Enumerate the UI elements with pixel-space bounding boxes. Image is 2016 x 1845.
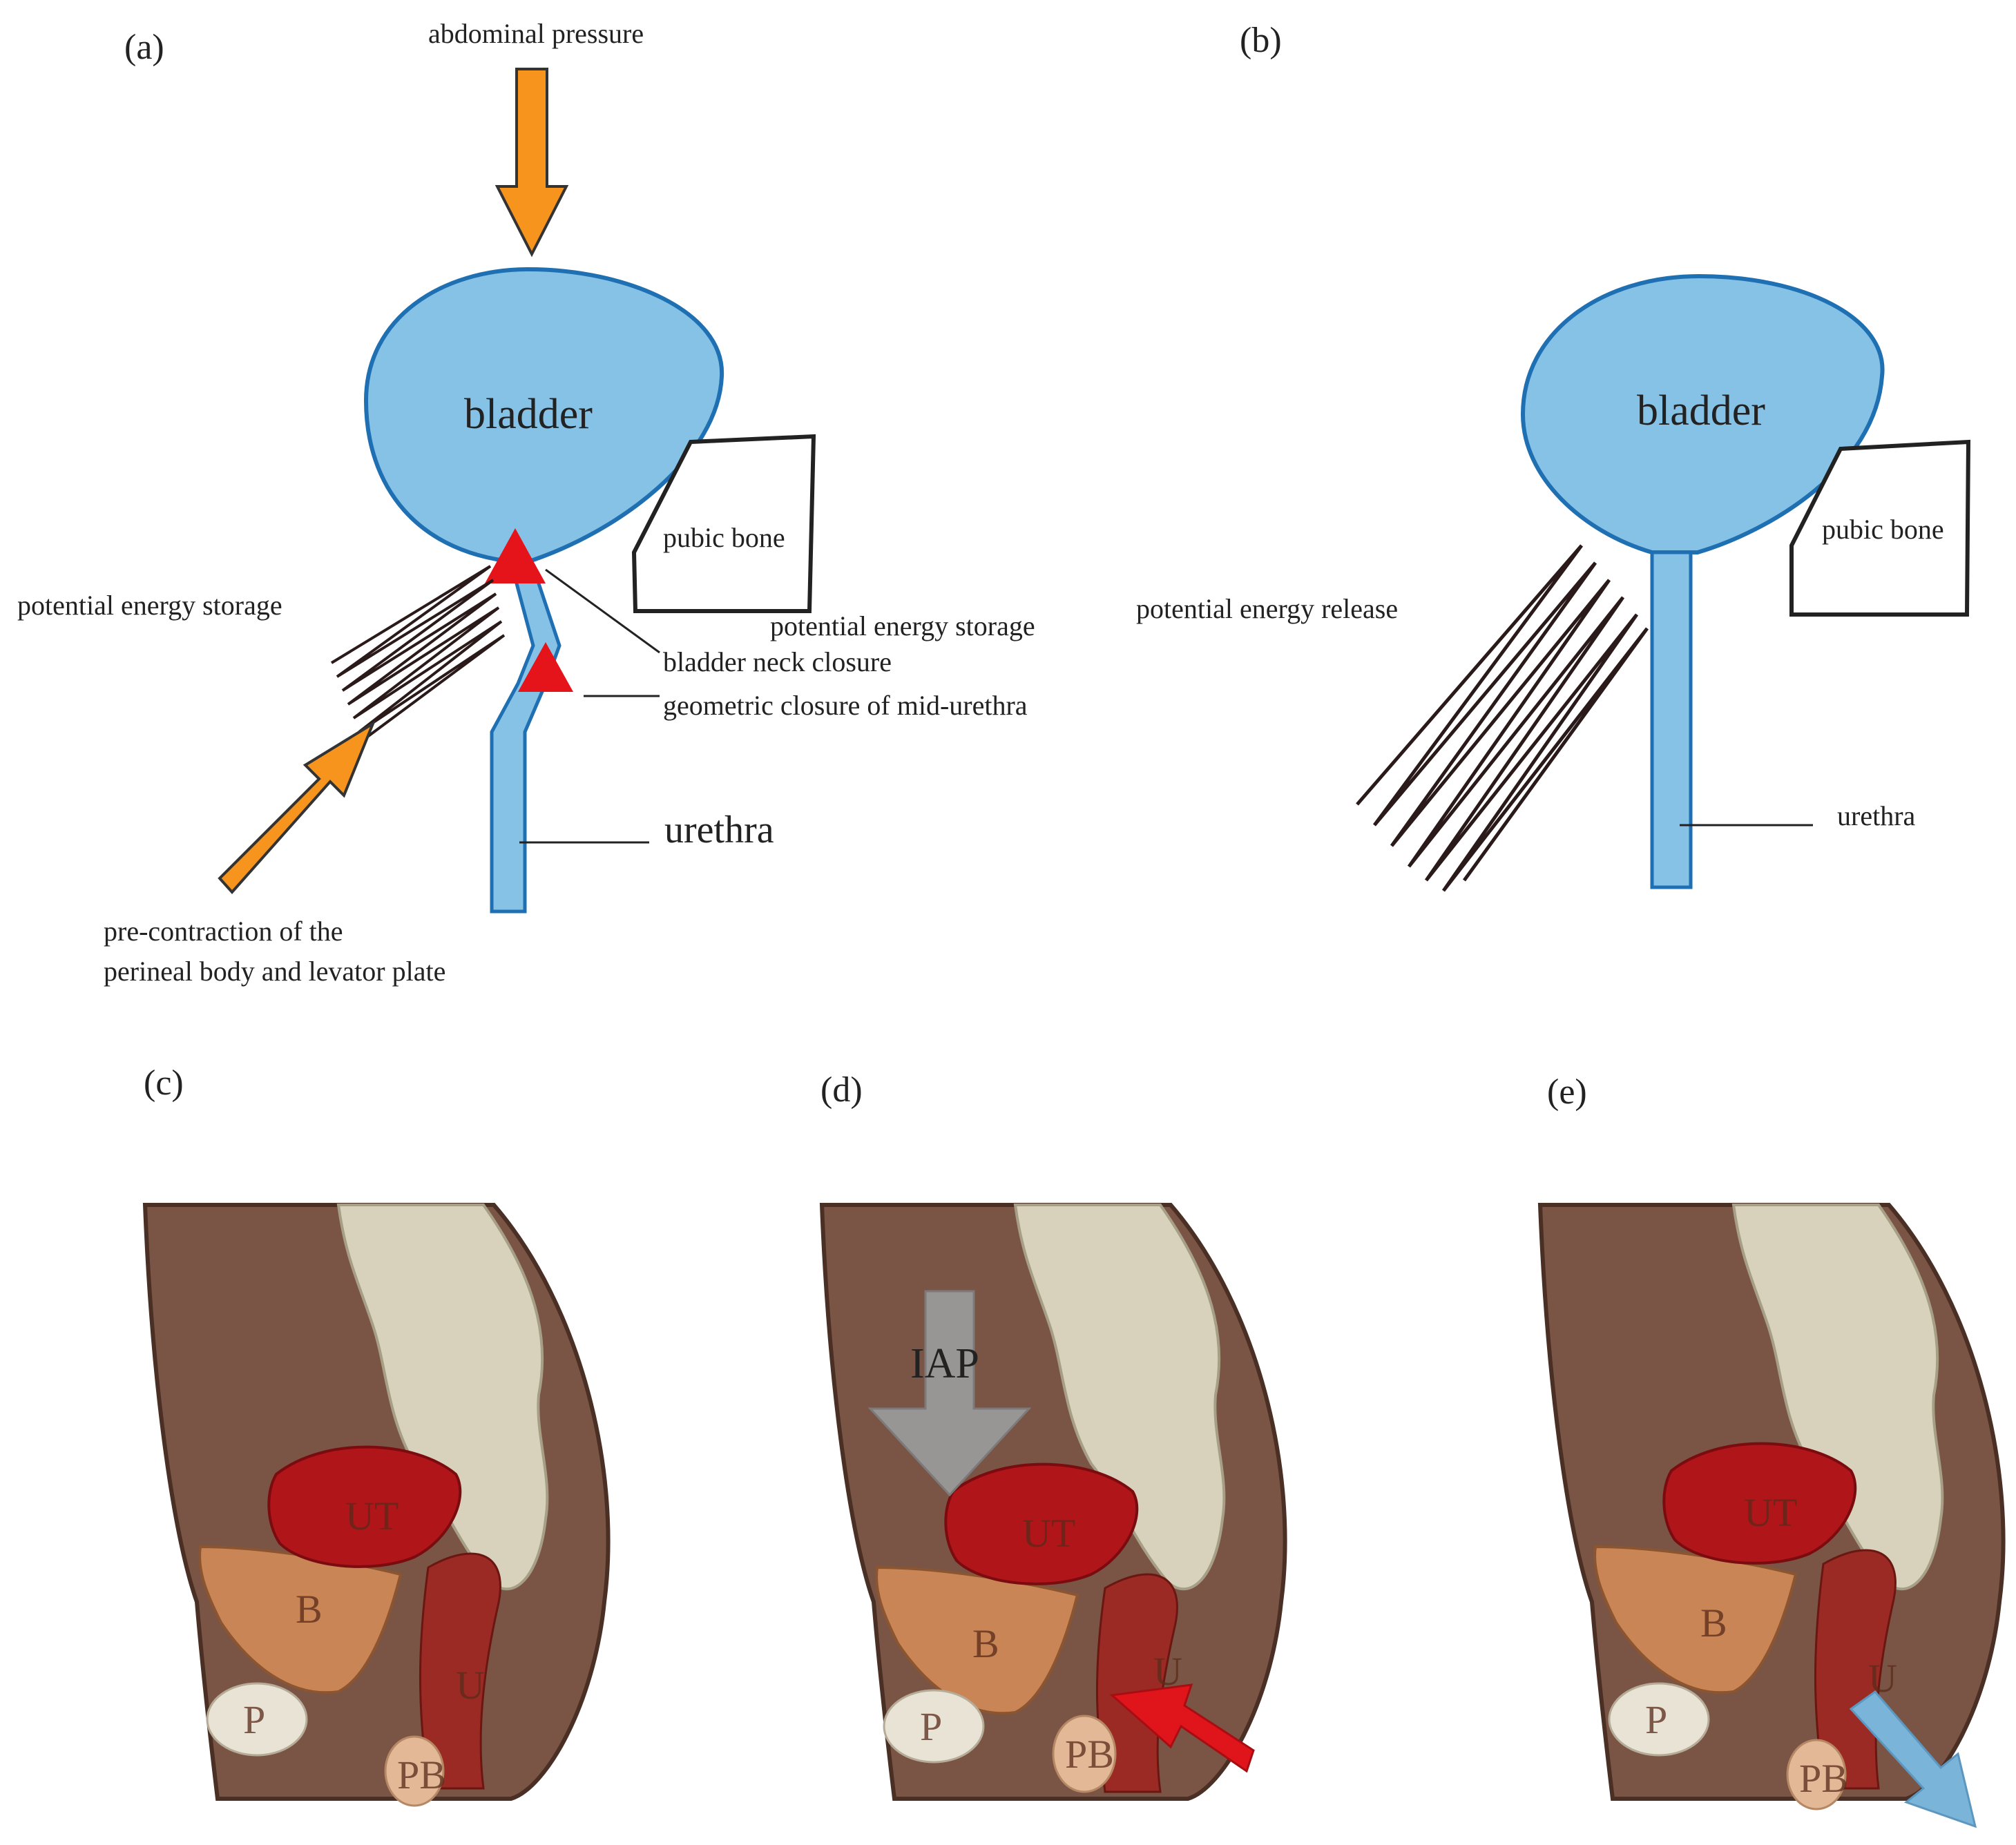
abdominal-pressure-label: abdominal pressure xyxy=(428,18,644,49)
bladder-neck-leader xyxy=(545,568,660,654)
pubic-bone-shape xyxy=(1789,439,1971,617)
label-P: P xyxy=(1645,1697,1667,1742)
panel-e: UT B P PB U xyxy=(1537,1203,2006,1828)
panel-c: UT B P PB U xyxy=(142,1203,611,1807)
iap-label: IAP xyxy=(910,1340,979,1387)
spring-icon xyxy=(1356,544,1649,892)
label-PB: PB xyxy=(1065,1732,1114,1777)
pubis-organ xyxy=(1608,1682,1710,1757)
pubis-organ xyxy=(883,1689,985,1764)
blue-arrow-icon xyxy=(1849,1690,1977,1828)
label-P: P xyxy=(920,1704,942,1749)
label-U: U xyxy=(456,1663,485,1708)
energy-storage-left-label: potential energy storage xyxy=(17,590,282,621)
perineal-body-organ xyxy=(1052,1714,1117,1793)
label-B: B xyxy=(296,1587,323,1632)
bladder-shape xyxy=(1520,273,1885,554)
mid-urethra-triangle-icon xyxy=(518,642,573,692)
label-B: B xyxy=(1700,1601,1727,1645)
panel-c-label: (c) xyxy=(144,1063,184,1103)
iap-arrow-icon xyxy=(867,1290,1032,1497)
down-arrow-icon xyxy=(495,68,569,258)
label-P: P xyxy=(243,1697,265,1742)
spring-icon xyxy=(330,565,506,740)
label-U: U xyxy=(1153,1649,1182,1694)
label-UT: UT xyxy=(1022,1511,1075,1556)
pubic-bone-label: pubic bone xyxy=(1822,514,1944,545)
urethra-label: urethra xyxy=(664,809,774,851)
urethra-shape xyxy=(490,561,561,914)
perineal-body-organ xyxy=(1786,1739,1847,1810)
uterus-organ xyxy=(1662,1442,1857,1565)
bladder-neck-closure-label: bladder neck closure xyxy=(663,646,892,677)
vaginal-canal xyxy=(419,1552,501,1790)
panel-e-label: (e) xyxy=(1547,1072,1587,1112)
panel-b: (b) bladder pubic bone potential energy … xyxy=(1136,21,1971,892)
precontraction-line1: pre-contraction of the xyxy=(104,916,343,947)
bladder-neck-triangle-icon xyxy=(485,528,546,583)
pubic-bone-shape xyxy=(631,434,816,613)
uterus-organ xyxy=(944,1462,1139,1585)
perineal-body-organ xyxy=(384,1735,445,1807)
pubic-bone-label: pubic bone xyxy=(663,522,785,553)
urethra-shape xyxy=(1650,550,1693,889)
bladder-label: bladder xyxy=(1637,387,1765,434)
precontraction-line2: perineal body and levator plate xyxy=(104,956,445,987)
label-UT: UT xyxy=(345,1494,399,1538)
energy-storage-right-label: potential energy storage xyxy=(770,610,1035,641)
panel-d: IAP UT B P PB U xyxy=(819,1203,1287,1801)
panel-b-label: (b) xyxy=(1240,21,1282,60)
label-UT: UT xyxy=(1744,1490,1797,1535)
red-arrow-icon xyxy=(1109,1683,1255,1773)
panel-a-label: (a) xyxy=(124,28,164,67)
pubis-organ xyxy=(206,1682,308,1757)
bladder-label: bladder xyxy=(464,391,593,438)
diagonal-arrow-icon xyxy=(218,720,376,895)
energy-release-label: potential energy release xyxy=(1136,593,1398,624)
label-PB: PB xyxy=(1799,1756,1848,1801)
label-U: U xyxy=(1868,1656,1897,1701)
label-B: B xyxy=(972,1621,999,1666)
panel-a: (a) abdominal pressure bladder pubic bon… xyxy=(17,18,1035,987)
mid-urethra-closure-label: geometric closure of mid-urethra xyxy=(663,690,1028,721)
label-PB: PB xyxy=(397,1752,446,1797)
urethra-label: urethra xyxy=(1837,800,1916,831)
panel-d-label: (d) xyxy=(820,1070,863,1110)
uterus-organ xyxy=(267,1445,462,1568)
